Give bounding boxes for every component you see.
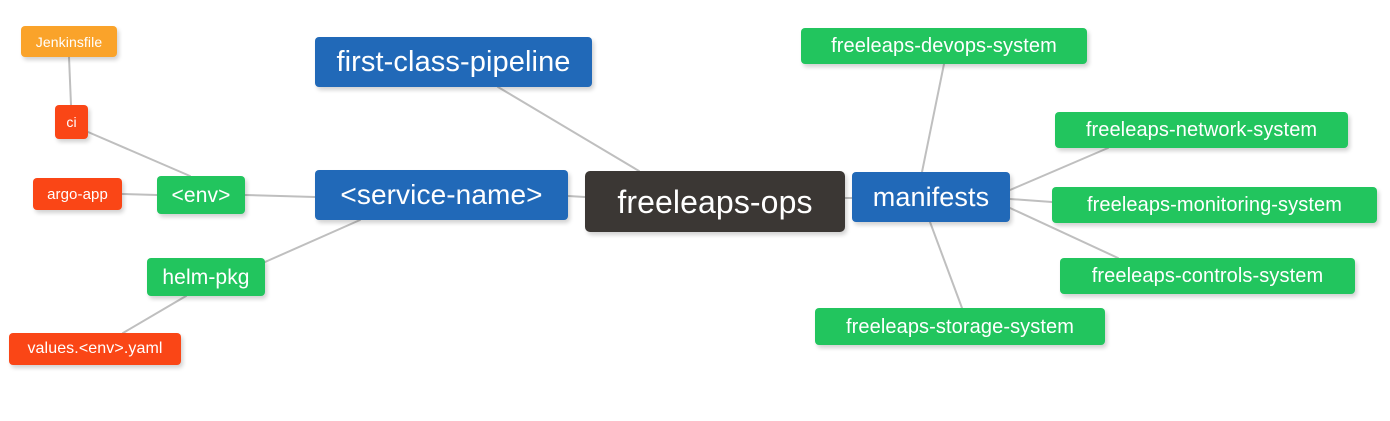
node-freeleaps-controls-system[interactable]: freeleaps-controls-system bbox=[1060, 258, 1355, 294]
node-label: helm-pkg bbox=[162, 265, 250, 289]
node-freeleaps-storage-system[interactable]: freeleaps-storage-system bbox=[815, 308, 1105, 345]
edge-manifests-to-freeleaps-monitoring-system bbox=[1009, 198, 1053, 203]
node-label: <env> bbox=[171, 183, 231, 207]
node-label: values.<env>.yaml bbox=[27, 340, 163, 357]
edge-env-to-service-name bbox=[244, 194, 316, 198]
edge-manifests-to-freeleaps-storage-system bbox=[929, 221, 963, 309]
node-freeleaps-ops[interactable]: freeleaps-ops bbox=[585, 171, 845, 232]
node-label: freeleaps-devops-system bbox=[831, 35, 1057, 57]
node-freeleaps-monitoring-system[interactable]: freeleaps-monitoring-system bbox=[1052, 187, 1377, 223]
edge-argo-app-to-env bbox=[121, 193, 158, 196]
node-label: first-class-pipeline bbox=[336, 45, 571, 78]
edge-manifests-to-freeleaps-controls-system bbox=[1009, 207, 1119, 259]
edge-manifests-to-freeleaps-network-system bbox=[1009, 147, 1109, 191]
node-ci[interactable]: ci bbox=[55, 105, 88, 139]
edge-manifests-to-freeleaps-devops-system bbox=[921, 63, 945, 173]
node-freeleaps-network-system[interactable]: freeleaps-network-system bbox=[1055, 112, 1348, 148]
node-values-yaml[interactable]: values.<env>.yaml bbox=[9, 333, 181, 365]
node-label: freeleaps-controls-system bbox=[1091, 265, 1324, 287]
node-env[interactable]: <env> bbox=[157, 176, 245, 214]
edge-service-name-to-freeleaps-ops bbox=[567, 195, 586, 198]
node-label: manifests bbox=[872, 181, 990, 212]
edge-ci-to-env bbox=[87, 131, 191, 177]
node-label: <service-name> bbox=[340, 179, 543, 210]
node-freeleaps-devops-system[interactable]: freeleaps-devops-system bbox=[801, 28, 1087, 64]
node-argo-app[interactable]: argo-app bbox=[33, 178, 122, 210]
node-label: ci bbox=[66, 114, 77, 130]
edge-jenkinsfile-to-ci bbox=[68, 56, 72, 106]
edge-first-class-pipeline-to-freeleaps-ops bbox=[497, 86, 640, 172]
node-jenkinsfile[interactable]: Jenkinsfile bbox=[21, 26, 117, 57]
node-label: freeleaps-ops bbox=[617, 183, 813, 220]
node-label: argo-app bbox=[47, 185, 108, 203]
node-first-class-pipeline[interactable]: first-class-pipeline bbox=[315, 37, 592, 87]
node-label: Jenkinsfile bbox=[35, 33, 103, 50]
node-label: freeleaps-storage-system bbox=[845, 315, 1075, 338]
node-helm-pkg[interactable]: helm-pkg bbox=[147, 258, 265, 296]
node-label: freeleaps-network-system bbox=[1085, 119, 1318, 141]
node-service-name[interactable]: <service-name> bbox=[315, 170, 568, 220]
node-manifests[interactable]: manifests bbox=[852, 172, 1010, 222]
node-label: freeleaps-monitoring-system bbox=[1086, 194, 1342, 216]
edge-values-yaml-to-helm-pkg bbox=[122, 295, 187, 334]
edge-helm-pkg-to-service-name bbox=[264, 219, 361, 263]
